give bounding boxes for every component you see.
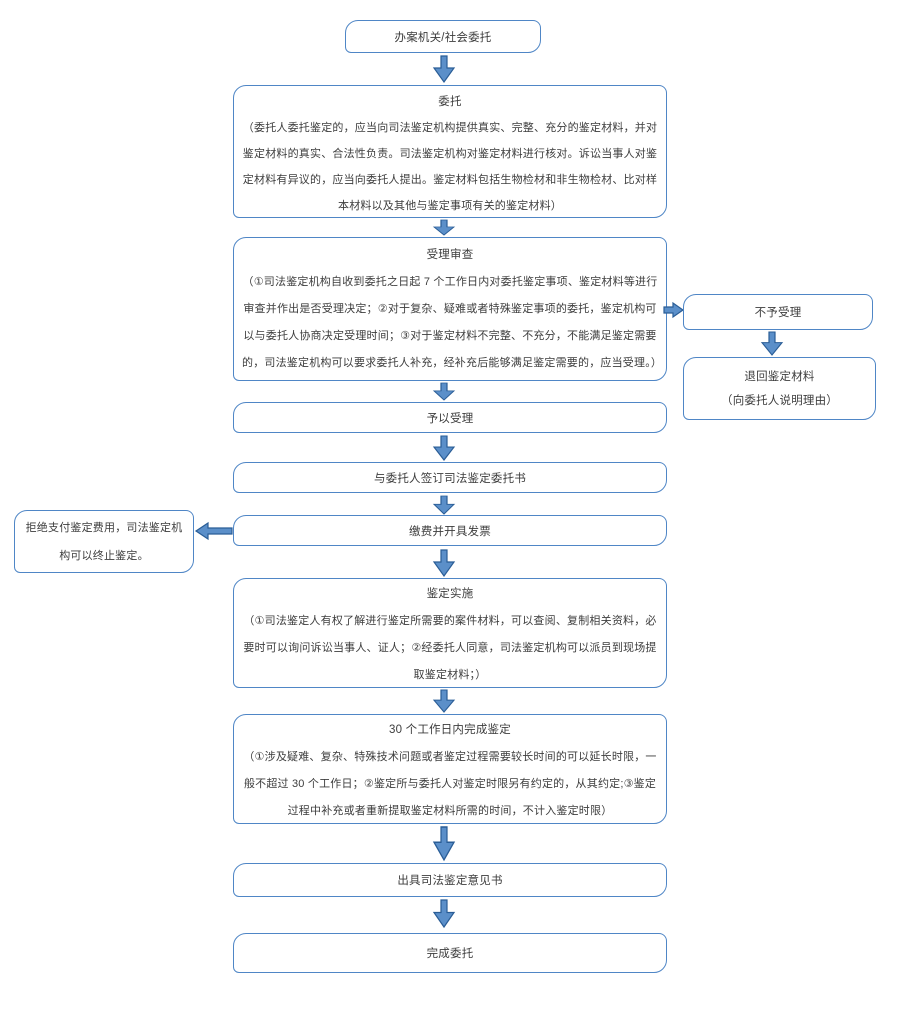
arrow-down-icon bbox=[761, 331, 783, 356]
flow-node-accepted: 予以受理 bbox=[233, 402, 667, 433]
flow-node-not-accepted-label: 不予受理 bbox=[754, 307, 802, 319]
flow-node-commission-title: 委托 bbox=[438, 96, 462, 108]
flow-node-return-materials-line1: 退回鉴定材料 bbox=[744, 370, 815, 383]
flow-node-acceptance-review-title: 受理审查 bbox=[426, 249, 474, 261]
flow-node-complete-label: 完成委托 bbox=[426, 948, 474, 960]
arrow-right-icon bbox=[663, 302, 684, 318]
flow-node-commission: 委托 （委托人委托鉴定的，应当向司法鉴定机构提供真实、完整、充分的鉴定材料，并对… bbox=[233, 85, 667, 218]
flow-node-acceptance-review: 受理审查 （①司法鉴定机构自收到委托之日起 7 个工作日内对委托鉴定事项、鉴定材… bbox=[233, 237, 667, 381]
flow-node-deadline-30-days: 30 个工作日内完成鉴定 （①涉及疑难、复杂、特殊技术问题或者鉴定过程需要较长时… bbox=[233, 714, 667, 824]
flow-node-deadline-30-days-title: 30 个工作日内完成鉴定 bbox=[389, 724, 511, 736]
flow-node-not-accepted: 不予受理 bbox=[683, 294, 873, 330]
flow-node-pay-invoice: 缴费并开具发票 bbox=[233, 515, 667, 546]
arrow-down-icon bbox=[433, 689, 455, 713]
flow-node-refuse-payment-label: 拒绝支付鉴定费用，司法鉴定机构可以终止鉴定。 bbox=[25, 521, 183, 562]
flow-node-pay-invoice-label: 缴费并开具发票 bbox=[409, 525, 491, 538]
flow-node-deadline-30-days-body: （①涉及疑难、复杂、特殊技术问题或者鉴定过程需要较长时间的可以延长时限，一般不超… bbox=[243, 751, 657, 817]
flow-node-issue-opinion: 出具司法鉴定意见书 bbox=[233, 863, 667, 897]
flow-node-issue-opinion-label: 出具司法鉴定意见书 bbox=[397, 875, 503, 887]
arrow-down-icon bbox=[433, 549, 455, 577]
arrow-down-icon bbox=[433, 899, 455, 928]
flow-node-implementation-body: （①司法鉴定人有权了解进行鉴定所需要的案件材料，可以查阅、复制相关资料，必要时可… bbox=[243, 615, 657, 681]
arrow-left-icon bbox=[195, 522, 233, 540]
flow-node-refuse-payment: 拒绝支付鉴定费用，司法鉴定机构可以终止鉴定。 bbox=[14, 510, 194, 573]
flow-node-accepted-label: 予以受理 bbox=[426, 412, 474, 425]
arrow-down-icon bbox=[433, 55, 455, 83]
arrow-down-icon bbox=[433, 219, 455, 236]
arrow-down-icon bbox=[433, 382, 455, 401]
flow-node-commission-body: （委托人委托鉴定的，应当向司法鉴定机构提供真实、完整、充分的鉴定材料，并对鉴定材… bbox=[242, 122, 658, 212]
flow-node-return-materials: 退回鉴定材料 （向委托人说明理由） bbox=[683, 357, 876, 420]
flow-node-complete: 完成委托 bbox=[233, 933, 667, 973]
flow-node-start-label: 办案机关/社会委托 bbox=[394, 31, 492, 44]
flow-node-acceptance-review-body: （①司法鉴定机构自收到委托之日起 7 个工作日内对委托鉴定事项、鉴定材料等进行审… bbox=[242, 276, 663, 369]
arrow-down-icon bbox=[433, 435, 455, 461]
flow-node-implementation: 鉴定实施 （①司法鉴定人有权了解进行鉴定所需要的案件材料，可以查阅、复制相关资料… bbox=[233, 578, 667, 688]
flow-node-start: 办案机关/社会委托 bbox=[345, 20, 541, 53]
arrow-down-icon bbox=[433, 826, 455, 861]
flow-node-sign-agreement: 与委托人签订司法鉴定委托书 bbox=[233, 462, 667, 493]
flow-node-sign-agreement-label: 与委托人签订司法鉴定委托书 bbox=[373, 472, 527, 485]
arrow-down-icon bbox=[433, 495, 455, 515]
flow-node-return-materials-line2: （向委托人说明理由） bbox=[721, 394, 838, 407]
flow-node-implementation-title: 鉴定实施 bbox=[426, 588, 474, 600]
